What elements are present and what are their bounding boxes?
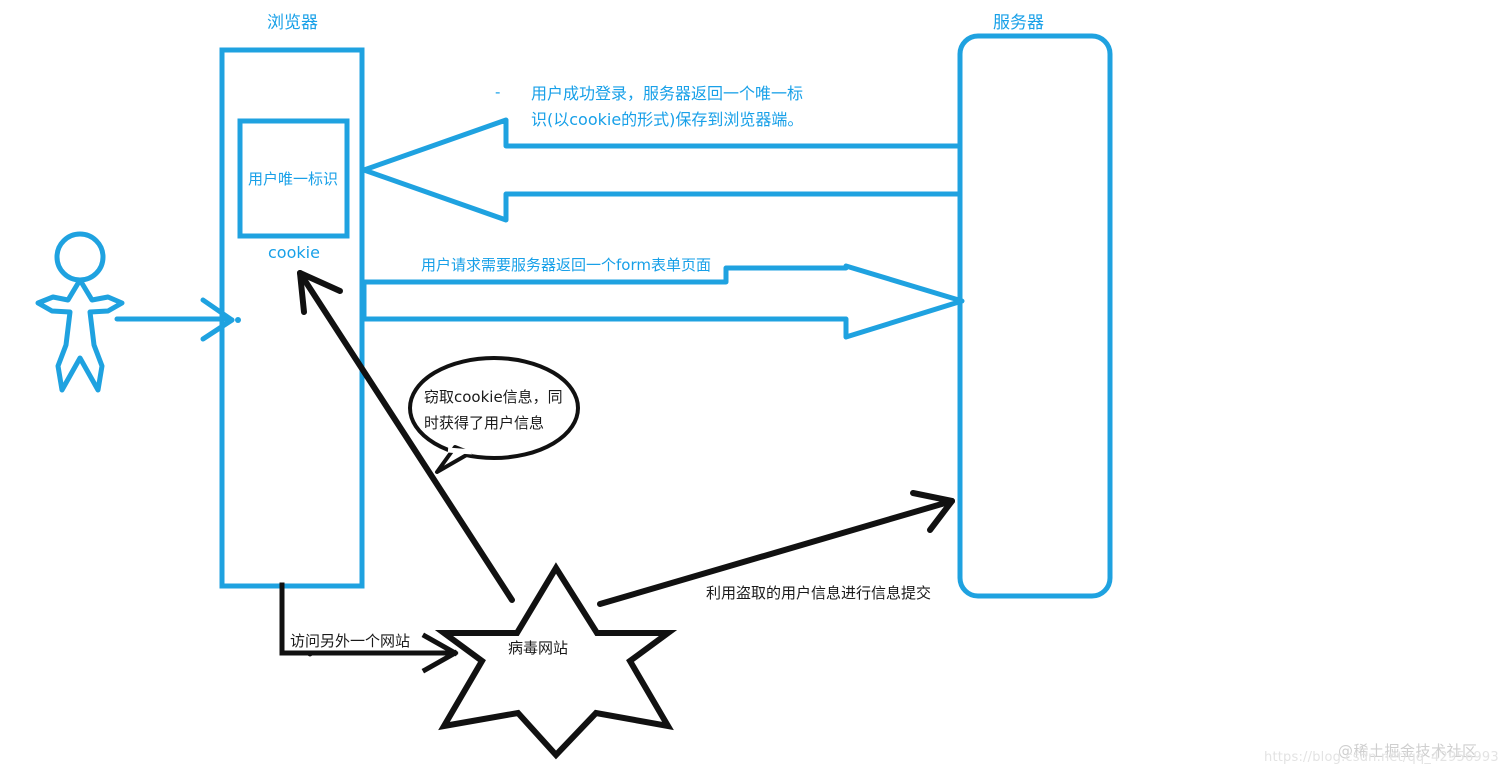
browser-entry-dot — [235, 317, 241, 323]
server-to-browser-block-arrow — [361, 117, 963, 223]
submit-stolen-info-arrow — [597, 490, 955, 607]
user-to-browser-arrow — [114, 297, 235, 342]
watermark-name: @稀土掘金技术社区 — [1338, 742, 1478, 760]
steal-cookie-speech-bubble — [408, 356, 580, 474]
virus-site-star — [434, 562, 678, 760]
browser-to-server-block-arrow — [361, 263, 965, 340]
visit-other-site-path — [279, 582, 459, 674]
cookie-box — [237, 118, 350, 239]
steal-cookie-arrow — [297, 270, 515, 603]
server-box — [957, 33, 1113, 599]
user-stick-figure — [35, 231, 125, 393]
watermark-url: https://blog.csdn.net/qq_42956993 — [1264, 750, 1499, 765]
visit-path-dot — [307, 651, 313, 657]
